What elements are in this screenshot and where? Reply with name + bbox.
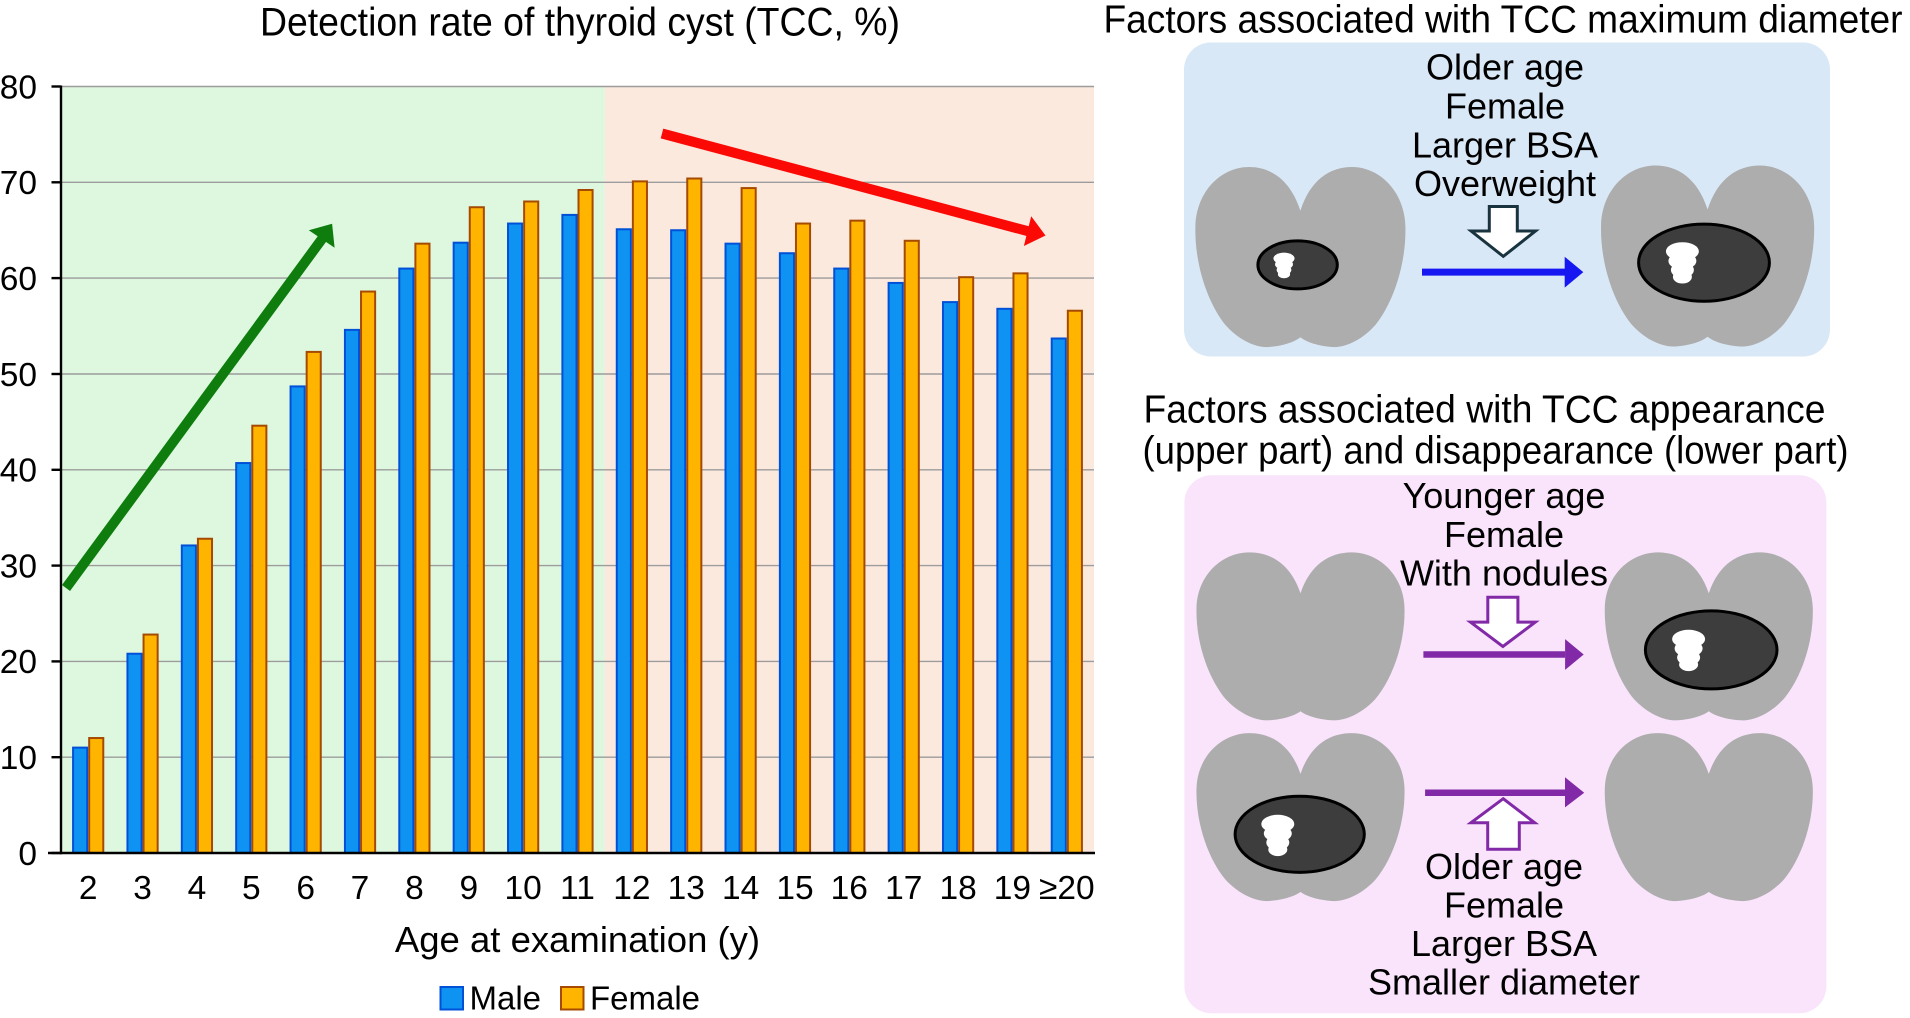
- svg-text:Larger BSA: Larger BSA: [1412, 124, 1598, 165]
- svg-text:6: 6: [296, 870, 315, 907]
- svg-text:14: 14: [722, 870, 759, 907]
- svg-text:40: 40: [0, 453, 37, 490]
- svg-text:Overweight: Overweight: [1414, 163, 1596, 204]
- svg-text:Female: Female: [1444, 514, 1564, 555]
- svg-text:13: 13: [668, 870, 705, 907]
- svg-text:12: 12: [613, 870, 650, 907]
- svg-text:Detection rate of thyroid cyst: Detection rate of thyroid cyst (TCC, %): [260, 1, 900, 45]
- svg-text:Factors associated with TCC ma: Factors associated with TCC maximum diam…: [1104, 0, 1903, 42]
- svg-text:5: 5: [242, 870, 261, 907]
- svg-text:10: 10: [504, 870, 541, 907]
- svg-text:With nodules: With nodules: [1400, 553, 1608, 594]
- svg-text:3: 3: [133, 870, 152, 907]
- svg-text:Older age: Older age: [1426, 46, 1584, 87]
- svg-text:Female: Female: [1444, 885, 1564, 926]
- svg-text:11: 11: [560, 870, 595, 907]
- svg-text:≥20: ≥20: [1039, 870, 1095, 907]
- svg-text:60: 60: [0, 261, 37, 298]
- svg-text:Age at examination (y): Age at examination (y): [395, 919, 760, 960]
- svg-text:19: 19: [994, 870, 1031, 907]
- svg-text:0: 0: [18, 836, 37, 873]
- svg-text:8: 8: [405, 870, 424, 907]
- svg-text:Female: Female: [1445, 86, 1565, 127]
- svg-text:16: 16: [831, 870, 868, 907]
- svg-text:Male: Male: [470, 980, 542, 1017]
- svg-text:2: 2: [79, 870, 98, 907]
- svg-text:Larger BSA: Larger BSA: [1411, 923, 1597, 964]
- svg-text:Younger age: Younger age: [1403, 475, 1606, 516]
- svg-text:(upper part) and disappearance: (upper part) and disappearance (lower pa…: [1143, 430, 1849, 473]
- svg-text:Factors associated with TCC ap: Factors associated with TCC appearance: [1144, 389, 1826, 432]
- svg-text:70: 70: [0, 165, 37, 202]
- svg-text:20: 20: [0, 644, 37, 681]
- svg-text:10: 10: [0, 740, 37, 777]
- svg-text:50: 50: [0, 357, 37, 394]
- svg-text:Female: Female: [590, 980, 700, 1017]
- svg-text:Older age: Older age: [1425, 846, 1583, 887]
- svg-text:80: 80: [0, 69, 37, 106]
- svg-text:17: 17: [885, 870, 922, 907]
- svg-text:Smaller diameter: Smaller diameter: [1368, 962, 1640, 1003]
- svg-text:9: 9: [459, 870, 478, 907]
- svg-text:18: 18: [939, 870, 976, 907]
- svg-text:15: 15: [776, 870, 813, 907]
- svg-text:30: 30: [0, 548, 37, 585]
- svg-text:7: 7: [351, 870, 370, 907]
- svg-text:4: 4: [188, 870, 207, 907]
